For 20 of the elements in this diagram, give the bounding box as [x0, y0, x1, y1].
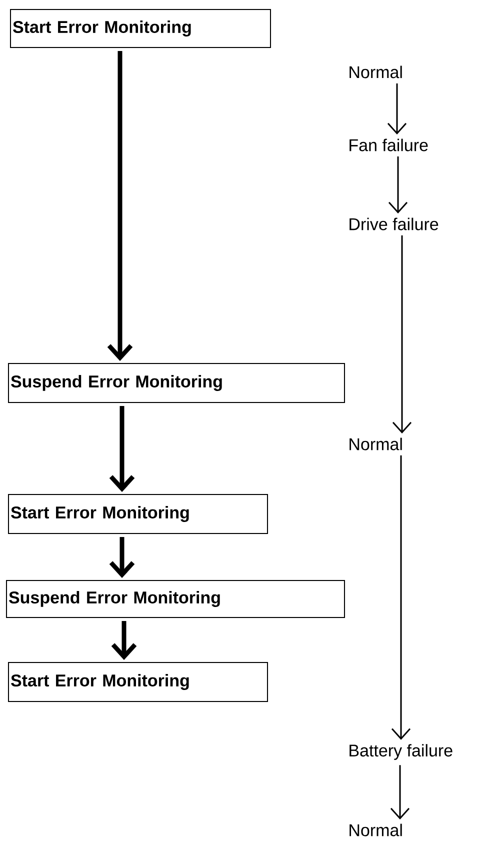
state-label: Normal	[350, 824, 402, 836]
thick-arrow	[109, 537, 135, 578]
thick-arrow	[107, 51, 133, 361]
process-box: Start Error Monitoring	[8, 662, 268, 702]
state-label: Drive failure	[350, 218, 438, 230]
process-box: Suspend Error Monitoring	[6, 580, 345, 618]
process-box: Start Error Monitoring	[10, 8, 271, 48]
thick-arrow	[111, 621, 137, 660]
state-label: Battery failure	[350, 744, 452, 760]
state-label: Normal	[350, 438, 402, 450]
arrow	[388, 156, 408, 214]
state-label: Normal	[350, 66, 402, 78]
thick-arrow	[109, 406, 135, 492]
arrow	[390, 765, 410, 820]
state-label: Fan failure	[350, 138, 428, 152]
arrow	[387, 83, 407, 135]
process-box: Suspend Error Monitoring	[8, 363, 345, 403]
arrow	[391, 455, 411, 740]
process-box: Start Error Monitoring	[8, 494, 268, 534]
arrow	[392, 235, 412, 434]
